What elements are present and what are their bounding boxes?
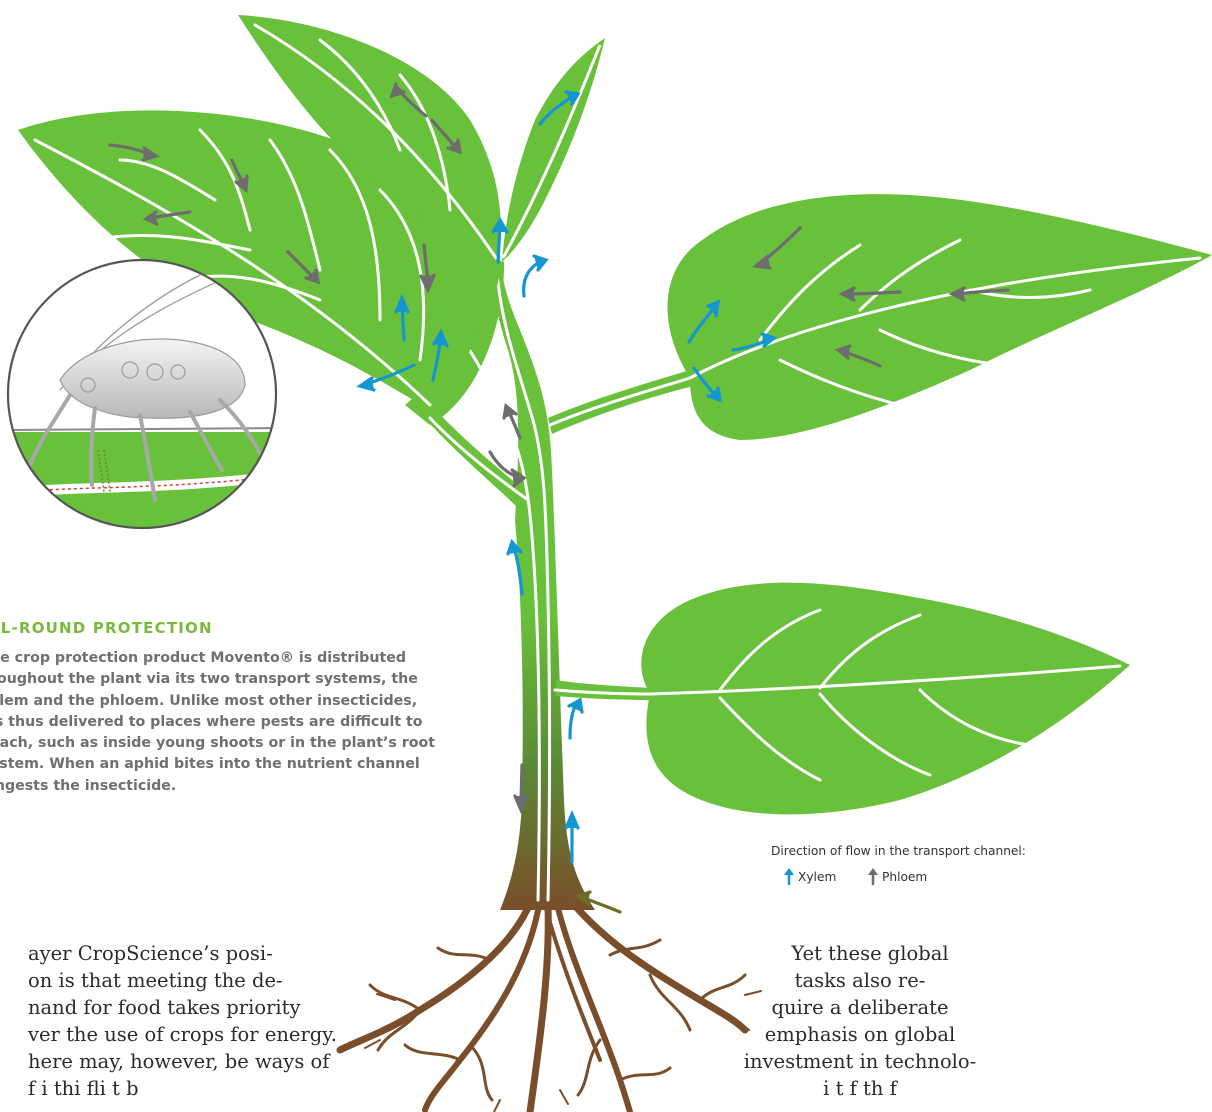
- legend-title: Direction of flow in the transport chann…: [771, 844, 1026, 858]
- article-left-line: f i thi fli t b: [0, 1075, 337, 1102]
- article-left-line: ver the use of crops for energy.: [0, 1021, 337, 1048]
- leaf: [668, 194, 1212, 440]
- article-left-line: here may, however, be ways of: [0, 1048, 337, 1075]
- sidebar-body: he crop protection product Movento® is d…: [0, 648, 490, 797]
- article-right: Yet these global tasks also re- quire a …: [740, 940, 980, 1102]
- legend-phloem: Phloem: [868, 868, 927, 886]
- article-left-line: nand for food takes priority: [0, 994, 337, 1021]
- xylem-arrow-icon: [784, 868, 794, 886]
- article-left-line: ayer CropScience’s posi-: [0, 940, 337, 967]
- sidebar-body-line: is thus delivered to places where pests …: [0, 712, 490, 733]
- legend-xylem: Xylem: [784, 868, 836, 886]
- phloem-arrow-icon: [868, 868, 878, 886]
- sidebar-body-line: ylem and the phloem. Unlike most other i…: [0, 691, 490, 712]
- article-right-line: tasks also re-: [740, 967, 980, 994]
- article-right-line: Yet these global: [740, 940, 980, 967]
- sidebar-body-line: ingests the insecticide.: [0, 776, 490, 797]
- article-left-line: on is that meeting the de-: [0, 967, 337, 994]
- article-left: ayer CropScience’s posi- on is that meet…: [0, 940, 337, 1102]
- article-right-line: i t f th f: [740, 1075, 980, 1102]
- sidebar-heading: LL-ROUND PROTECTION: [0, 619, 213, 637]
- plant-stem: [492, 250, 595, 910]
- sidebar-body-line: ystem. When an aphid bites into the nutr…: [0, 754, 490, 775]
- leaf: [641, 583, 1130, 815]
- sidebar-body-line: he crop protection product Movento® is d…: [0, 648, 490, 669]
- article-right-line: investment in technolo-: [740, 1048, 980, 1075]
- article-right-line: emphasis on global: [740, 1021, 980, 1048]
- leaf: [502, 38, 605, 262]
- roots: [340, 890, 761, 1112]
- legend-xylem-label: Xylem: [798, 870, 836, 884]
- sidebar-body-line: roughout the plant via its two transport…: [0, 669, 490, 690]
- sidebar-body-line: each, such as inside young shoots or in …: [0, 733, 490, 754]
- article-right-line: quire a deliberate: [740, 994, 980, 1021]
- legend-phloem-label: Phloem: [882, 870, 927, 884]
